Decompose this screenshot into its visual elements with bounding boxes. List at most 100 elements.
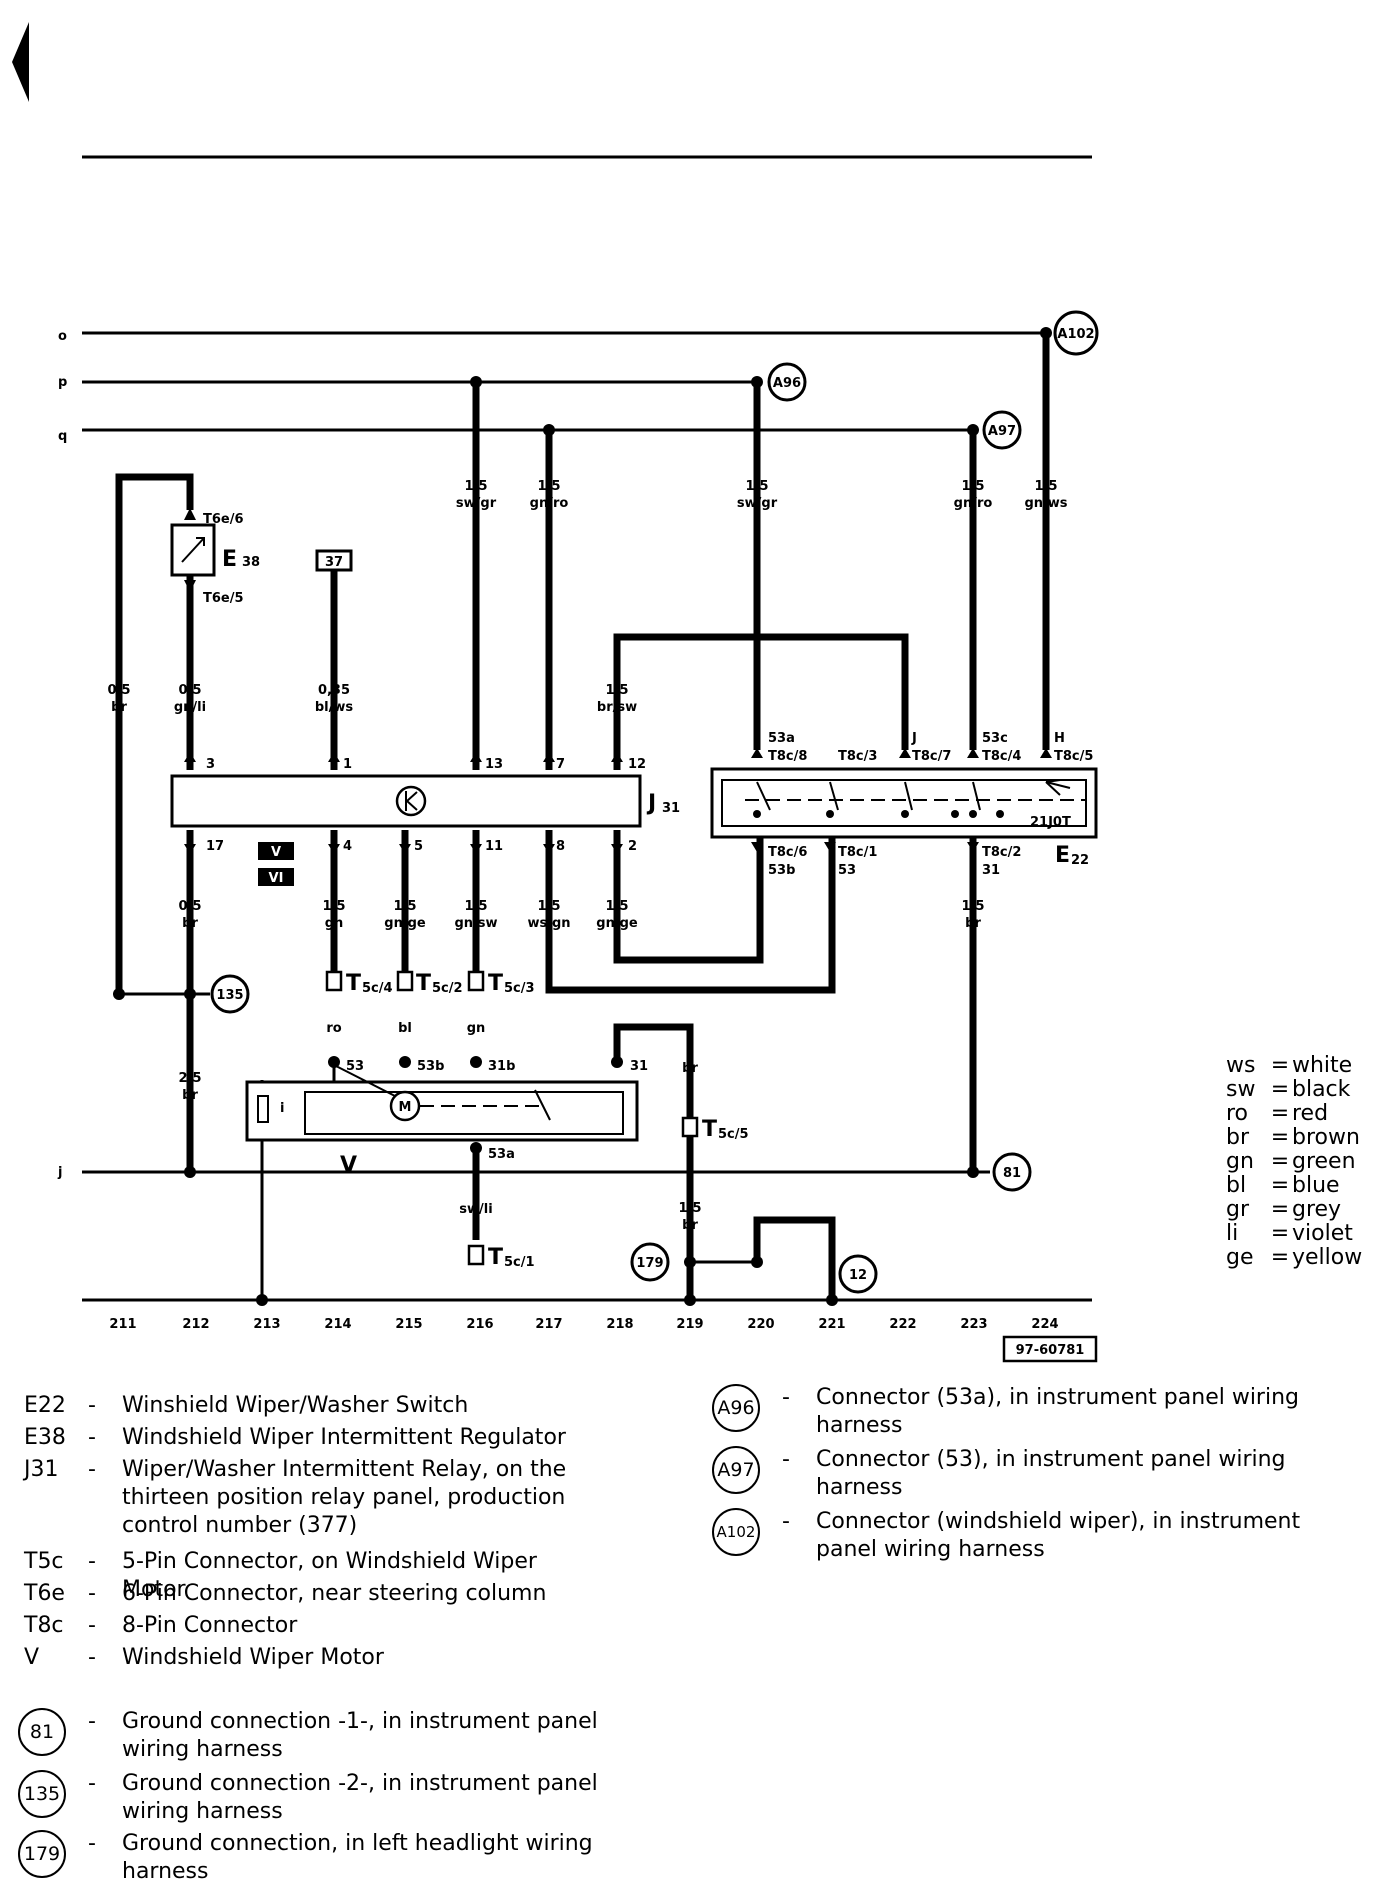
rail-o: o xyxy=(58,329,1046,344)
motor-v[interactable]: i M V 53 53b 31b 31 53a xyxy=(245,1059,648,1178)
back-arrow-icon[interactable] xyxy=(12,22,29,102)
svg-text:31: 31 xyxy=(982,863,1000,878)
svg-text:53a: 53a xyxy=(488,1147,515,1162)
svg-text:53b: 53b xyxy=(768,863,795,878)
svg-text:37: 37 xyxy=(325,555,343,570)
ground-legend-item: 179-Ground connection, in left headlight… xyxy=(18,1830,684,1884)
svg-text:gn/ro: gn/ro xyxy=(954,496,993,511)
svg-text:ws/gn: ws/gn xyxy=(527,916,570,931)
svg-text:0,5: 0,5 xyxy=(107,683,130,698)
svg-text:5c/4: 5c/4 xyxy=(362,981,393,996)
color-key-item: ge=yellow xyxy=(1226,1245,1363,1270)
wires xyxy=(115,333,1050,1300)
ground-81[interactable]: 81 xyxy=(992,1152,1032,1192)
ground-12[interactable]: 12 xyxy=(838,1254,878,1294)
svg-text:53c: 53c xyxy=(982,731,1008,746)
svg-text:T: T xyxy=(346,971,361,996)
svg-text:gn/li: gn/li xyxy=(174,700,206,715)
svg-text:br: br xyxy=(111,700,127,715)
svg-text:bl/ws: bl/ws xyxy=(315,700,354,715)
svg-text:224: 224 xyxy=(1031,1317,1058,1332)
legend-item: J31-Wiper/Washer Intermittent Relay, on … xyxy=(24,1457,567,1538)
relay-j31[interactable]: J 31 3 1 13 7 12 17 4 5 11 8 2 V VI xyxy=(170,757,680,886)
connector-t5c-5[interactable]: T 5c/5 xyxy=(681,1116,749,1142)
connector-a102[interactable]: A102 xyxy=(1053,310,1099,356)
svg-text:0,5: 0,5 xyxy=(178,683,201,698)
connector-a97[interactable]: A97 xyxy=(982,410,1022,450)
rail-p-label: p xyxy=(58,375,67,390)
ground-179[interactable]: 179 xyxy=(630,1242,670,1282)
svg-text:sw/gr: sw/gr xyxy=(737,496,778,511)
svg-text:214: 214 xyxy=(324,1317,351,1332)
svg-text:5: 5 xyxy=(414,839,423,854)
svg-text:31: 31 xyxy=(662,801,680,816)
svg-text:T: T xyxy=(488,971,503,996)
svg-text:T8c/7: T8c/7 xyxy=(912,749,951,764)
svg-text:bl: bl xyxy=(398,1021,412,1036)
svg-text:E: E xyxy=(1055,843,1070,868)
connector-t5c-2[interactable]: T 5c/2 xyxy=(396,970,463,996)
svg-text:5c/2: 5c/2 xyxy=(432,981,463,996)
svg-text:17: 17 xyxy=(206,839,224,854)
svg-text:212: 212 xyxy=(182,1317,209,1332)
svg-text:81: 81 xyxy=(1003,1166,1021,1181)
svg-text:VI: VI xyxy=(269,871,284,886)
rail-q-label: q xyxy=(58,429,67,444)
connector-t5c-1[interactable]: T 5c/1 xyxy=(467,1244,535,1270)
connector-t5c-4[interactable]: T 5c/4 xyxy=(325,970,393,996)
rail-j-label: j xyxy=(57,1165,62,1180)
svg-text:1,5: 1,5 xyxy=(1034,479,1057,494)
regulator-e38[interactable]: T6e/6 T6e/5 E 38 xyxy=(170,512,260,606)
svg-text:213: 213 xyxy=(253,1317,280,1332)
svg-text:gn/ge: gn/ge xyxy=(384,916,426,931)
svg-text:T: T xyxy=(488,1245,503,1270)
connector-37-box[interactable]: 37 xyxy=(315,549,353,572)
svg-text:12: 12 xyxy=(849,1268,867,1283)
connector-t5c-3[interactable]: T 5c/3 xyxy=(467,970,535,996)
svg-text:T8c/3: T8c/3 xyxy=(838,749,877,764)
svg-text:53: 53 xyxy=(346,1059,364,1074)
svg-text:3: 3 xyxy=(206,757,215,772)
color-key-item: br=brown xyxy=(1226,1125,1360,1150)
svg-text:1,5: 1,5 xyxy=(537,479,560,494)
wire-labels: 1,5sw/gr 1,5gn/ro 1,5sw/gr 1,5gn/ro 1,5g… xyxy=(107,479,1067,1233)
svg-text:br: br xyxy=(682,1061,698,1076)
svg-text:V: V xyxy=(271,845,281,860)
svg-text:53b: 53b xyxy=(417,1059,444,1074)
svg-text:1,5: 1,5 xyxy=(464,899,487,914)
svg-text:222: 222 xyxy=(889,1317,916,1332)
svg-text:A97: A97 xyxy=(988,424,1016,439)
color-key-item: ws=white xyxy=(1226,1053,1353,1078)
svg-text:53a: 53a xyxy=(768,731,795,746)
svg-text:E: E xyxy=(222,547,237,572)
color-key-item: li=violet xyxy=(1226,1221,1353,1246)
svg-text:1: 1 xyxy=(343,757,352,772)
svg-text:gn/ge: gn/ge xyxy=(596,916,638,931)
svg-text:21J0T: 21J0T xyxy=(1030,815,1071,830)
relay-badges: V VI xyxy=(258,842,294,886)
connector-a96[interactable]: A96 xyxy=(767,362,807,402)
svg-text:gn/ro: gn/ro xyxy=(530,496,569,511)
svg-text:8: 8 xyxy=(556,839,565,854)
switch-e22[interactable]: 21J0T E 22 53a T8c/8 T8c/3 J T8c/7 53c T… xyxy=(710,731,1098,878)
svg-text:H: H xyxy=(1054,731,1065,746)
connector-legend-item: A97-Connector (53), in instrument panel … xyxy=(712,1446,1352,1504)
legend-item: V-Windshield Wiper Motor xyxy=(24,1645,384,1670)
svg-text:J: J xyxy=(911,731,917,746)
connector-legend-item: A96-Connector (53a), in instrument panel… xyxy=(712,1384,1352,1442)
svg-text:gn/ws: gn/ws xyxy=(1024,496,1067,511)
ground-135[interactable]: 135 xyxy=(210,974,250,1014)
color-key-item: ro=red xyxy=(1226,1101,1329,1126)
svg-text:T8c/2: T8c/2 xyxy=(982,845,1021,860)
svg-text:7: 7 xyxy=(556,757,565,772)
svg-text:br: br xyxy=(965,916,981,931)
svg-text:T6e/5: T6e/5 xyxy=(203,591,244,606)
svg-text:216: 216 xyxy=(466,1317,493,1332)
color-key-item: sw=black xyxy=(1226,1077,1351,1102)
color-key-item: bl=blue xyxy=(1226,1173,1340,1198)
svg-text:gn: gn xyxy=(467,1021,486,1036)
svg-text:217: 217 xyxy=(535,1317,562,1332)
legend-item: E22-Winshield Wiper/Washer Switch xyxy=(24,1393,469,1418)
svg-text:4: 4 xyxy=(343,839,352,854)
